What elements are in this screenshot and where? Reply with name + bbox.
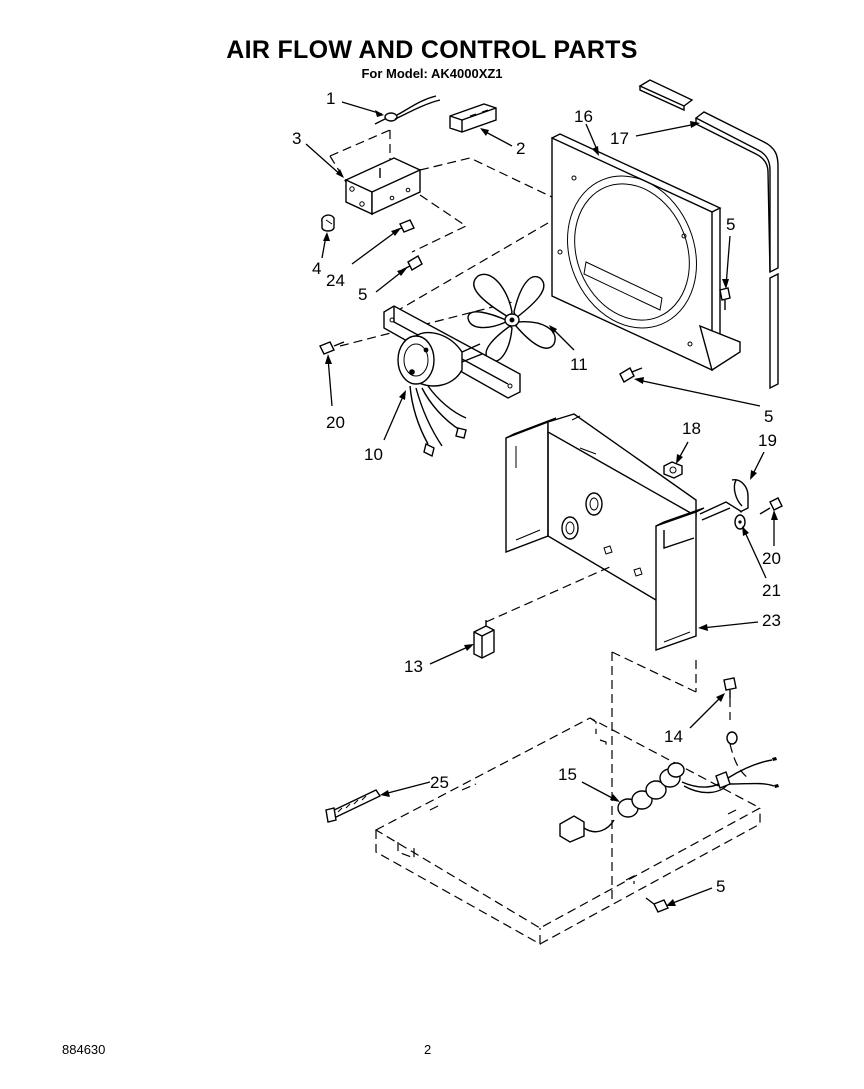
callout-15: 15 [558, 765, 577, 784]
part-10-motor [383, 305, 521, 458]
part-2-switch [449, 103, 497, 133]
part-11-fan-blade [467, 273, 556, 362]
callout-24: 24 [326, 271, 345, 290]
part-13-relay [473, 620, 495, 659]
part-18-nut [663, 461, 683, 479]
callout-arrows [305, 101, 778, 906]
part-5-screw-c [619, 367, 643, 383]
callout-20-a: 20 [326, 413, 345, 432]
part-25-rod [325, 789, 382, 823]
callout-2: 2 [516, 139, 525, 158]
callout-11: 11 [570, 355, 588, 374]
page-title: AIR FLOW AND CONTROL PARTS [226, 36, 638, 64]
page-number: 2 [424, 1042, 432, 1057]
part-5-screw-b [719, 287, 731, 310]
callout-23: 23 [762, 611, 781, 630]
model-subtitle: For Model: AK4000XZ1 [361, 66, 503, 81]
part-20-screw-b [759, 497, 783, 515]
callout-5-b: 5 [726, 215, 735, 234]
part-23-control-panel [505, 413, 705, 651]
callout-14: 14 [664, 727, 683, 746]
callout-25: 25 [430, 773, 449, 792]
callout-16: 16 [574, 107, 593, 126]
part-5-screw-d [645, 897, 669, 913]
callout-4: 4 [312, 259, 321, 278]
callout-13: 13 [404, 657, 423, 676]
callout-20-b: 20 [762, 549, 781, 568]
callout-19: 19 [758, 431, 777, 450]
assembly-lines-upper [329, 129, 681, 347]
document-number: 884630 [62, 1042, 106, 1057]
part-14-screw [723, 677, 738, 745]
part-1-sensor [374, 95, 441, 125]
callout-3: 3 [292, 129, 301, 148]
callout-5-a: 5 [358, 285, 367, 304]
callout-10: 10 [364, 445, 383, 464]
callout-5-c: 5 [764, 407, 773, 426]
part-19-ground-strap [699, 479, 749, 521]
part-21-washer [734, 514, 746, 530]
part-16-shroud [551, 133, 741, 372]
callout-labels: 1 2 3 4 24 5 16 17 5 11 20 10 5 18 19 20… [292, 89, 781, 896]
callout-1: 1 [326, 89, 335, 108]
callout-17: 17 [610, 129, 629, 148]
part-4-clip [321, 214, 335, 232]
callout-5-d: 5 [716, 877, 725, 896]
base-pan [374, 717, 762, 946]
part-3-bracket [345, 157, 421, 216]
callout-18: 18 [682, 419, 701, 438]
part-20-screw-a [319, 341, 345, 355]
assembly-lines-lower [485, 565, 749, 900]
part-17-seal [638, 79, 779, 390]
part-15-power-cord [559, 757, 779, 843]
part-5-screw-a [401, 255, 423, 271]
callout-21: 21 [762, 581, 781, 600]
